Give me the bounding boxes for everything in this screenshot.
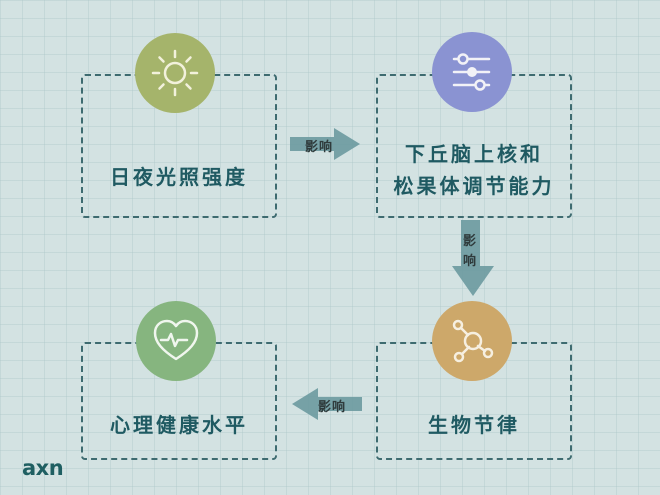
sun-icon [151,49,199,97]
node-label-mental: 心理健康水平 [83,410,275,440]
network-nodes-icon [452,319,494,363]
arrow-down-regulation-to-rhythm [450,220,496,302]
label-line: 响 [463,254,478,269]
label-line: 日夜光照强度 [110,165,248,189]
edge-label-2: 影 响 [463,232,477,272]
label-line: 心理健康水平 [110,413,248,437]
edge-label-3: 影响 [318,400,347,415]
arrow-right-icon [290,128,360,160]
edge-label-1: 影响 [305,140,334,155]
heart-pulse-icon [153,319,199,361]
node-label-daylight: 日夜光照强度 [83,162,275,192]
brand-logo: axn [22,456,64,480]
arrow-left-rhythm-to-mental [290,386,362,426]
sliders-icon [452,53,491,91]
node-label-rhythm: 生物节律 [378,410,570,440]
node-box-daylight: 日夜光照强度 [81,74,277,218]
network-nodes-icon-circle [432,301,512,381]
sliders-icon-circle [432,32,512,112]
arrow-left-icon [292,388,362,420]
label-line: 下丘脑上核和 [405,142,543,166]
arrow-down-icon [452,220,494,296]
label-line: 生物节律 [428,413,520,437]
label-line: 影 [463,234,478,249]
arrow-right-daylight-to-regulation [290,126,362,166]
label-line: 松果体调节能力 [393,174,555,198]
heart-pulse-icon-circle [136,301,216,381]
node-label-regulation: 下丘脑上核和 松果体调节能力 [378,138,570,202]
sun-icon-circle [135,33,215,113]
